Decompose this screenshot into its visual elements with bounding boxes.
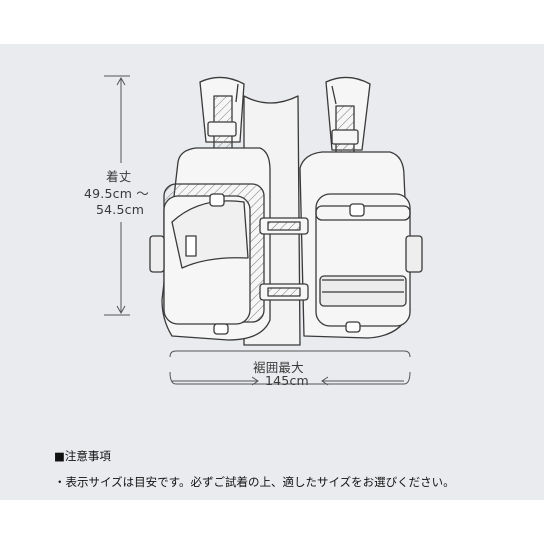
- notes-heading: ■注意事項: [54, 449, 111, 463]
- chest-label: 裾囲最大: [253, 360, 304, 375]
- length-range: 49.5cm ～: [84, 186, 149, 201]
- chest-value: 145cm: [265, 373, 309, 388]
- vest-illustration: [149, 76, 423, 346]
- length-label: 着丈: [106, 169, 132, 184]
- notes-line: ・表示サイズは目安です。必ずご試着の上、適したサイズをお選びください。: [54, 475, 455, 489]
- length-range-end: 54.5cm: [96, 202, 145, 217]
- length-dimension: [104, 75, 130, 316]
- chest-dimension: [169, 350, 411, 386]
